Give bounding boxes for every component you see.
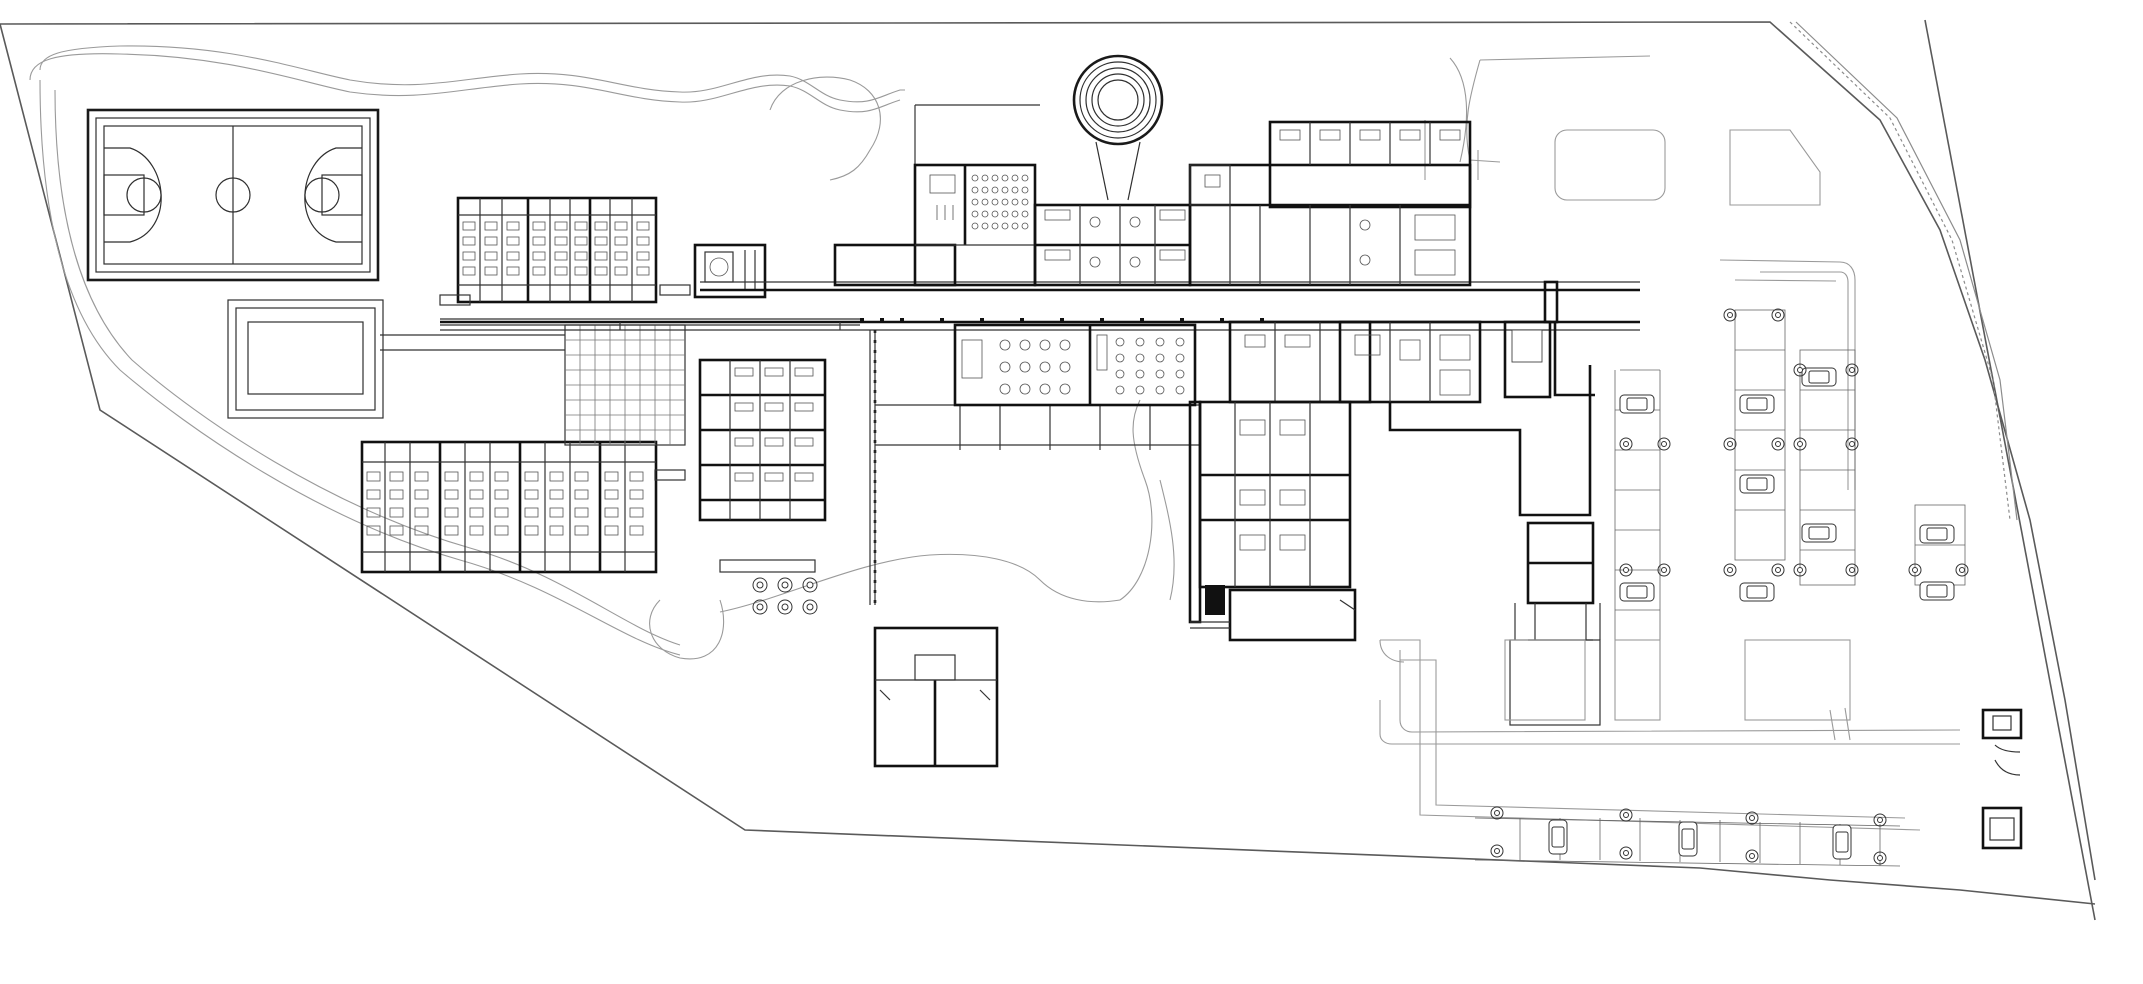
- admin-wing: [1188, 120, 1472, 287]
- classroom-wing: [698, 358, 827, 573]
- south-gatehouse: [873, 626, 999, 768]
- car-parking: [1548, 367, 1955, 860]
- tree-group: [752, 577, 818, 615]
- circular-amphitheater: [914, 54, 1164, 201]
- open-pavilion: [869, 330, 1200, 605]
- main-corridor: [440, 281, 1640, 605]
- dining-hall: [953, 323, 1197, 407]
- basketball-court: [86, 108, 380, 282]
- lower-dormitory-block: [360, 440, 686, 574]
- guardhouse: [1981, 708, 2023, 850]
- connector-wall: [1388, 322, 1595, 517]
- east-pavilion: [1509, 521, 1601, 726]
- landscape-paths: [29, 45, 1961, 831]
- upper-dormitory-block: [439, 196, 691, 306]
- parking-area: [1474, 129, 1966, 867]
- site-boundary: [0, 19, 2096, 921]
- north-classrooms: [833, 163, 1192, 287]
- rectangular-court: [227, 299, 384, 419]
- central-plaza-grid: [380, 318, 860, 446]
- service-block: [1228, 280, 1559, 404]
- south-service-wing: [1188, 400, 1357, 642]
- parking-trees: [1490, 308, 1969, 865]
